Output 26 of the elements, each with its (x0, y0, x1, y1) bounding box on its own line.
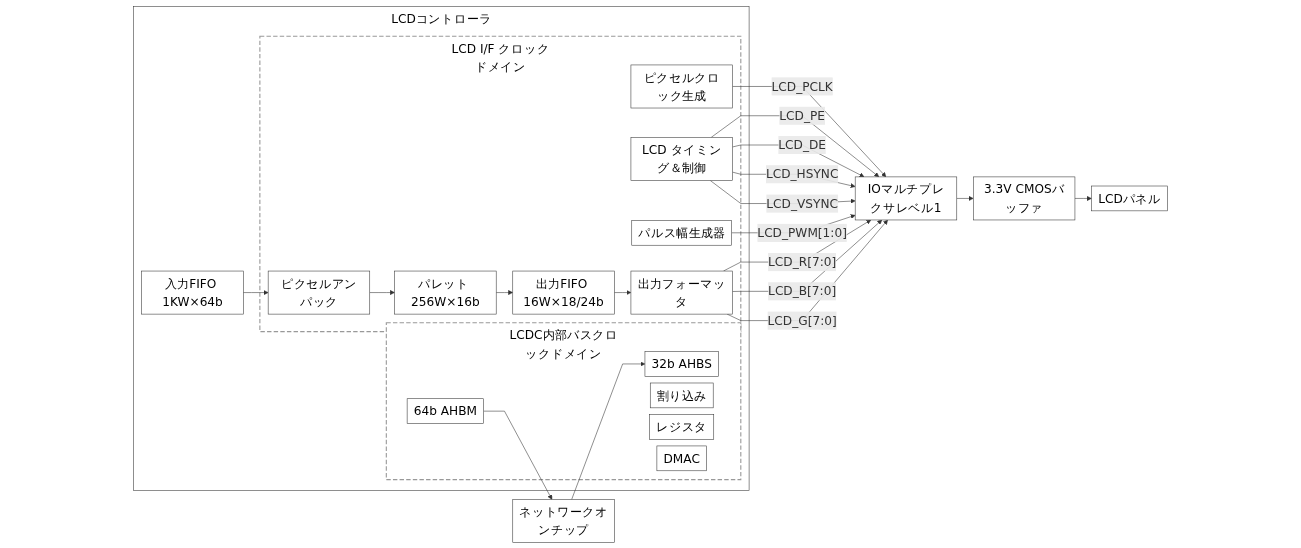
node-box: ネットワークオンチップ (512, 498, 615, 543)
edge-label: LCD_VSYNC (766, 196, 839, 210)
edge-label: LCD_B[7:0] (768, 283, 837, 298)
node-box: 割り込み (650, 382, 714, 408)
edge-label: LCD_PE (779, 108, 826, 123)
node-box: ピクセルクロック生成 (630, 64, 733, 108)
edge-label: LCD_R[7:0] (768, 254, 837, 269)
node-box: 出力FIFO 16W×18/24b (512, 270, 615, 314)
node-box: ピクセルアンパック (267, 270, 371, 314)
node-box: IOマルチプレクサレベル1 (854, 176, 958, 220)
node-box: DMAC (656, 445, 707, 471)
node-box: 出力フォーマッタ (630, 270, 733, 314)
node-box: LCD タイミング＆制御 (630, 136, 733, 181)
node-box: レジスタ (649, 413, 715, 440)
edge-label: LCD_PCLK (771, 79, 833, 93)
edge-label: LCD_DE (778, 137, 827, 152)
edge-label: LCD_HSYNC (765, 166, 839, 181)
node-box: 32b AHBS (644, 350, 719, 377)
edge-label: LCD_G[7:0] (767, 313, 837, 327)
edge-label: LCD_PWM[1:0] (757, 225, 847, 240)
node-box: パルス幅生成器 (631, 219, 732, 245)
node-box: LCDパネル (1091, 185, 1168, 211)
node-box: 64b AHBM (406, 397, 484, 424)
node-box: パレット 256W×16b (394, 270, 497, 314)
node-box: 3.3V CMOSバッファ (973, 176, 1076, 220)
node-box: 入力FIFO 1KW×64b (141, 270, 244, 314)
